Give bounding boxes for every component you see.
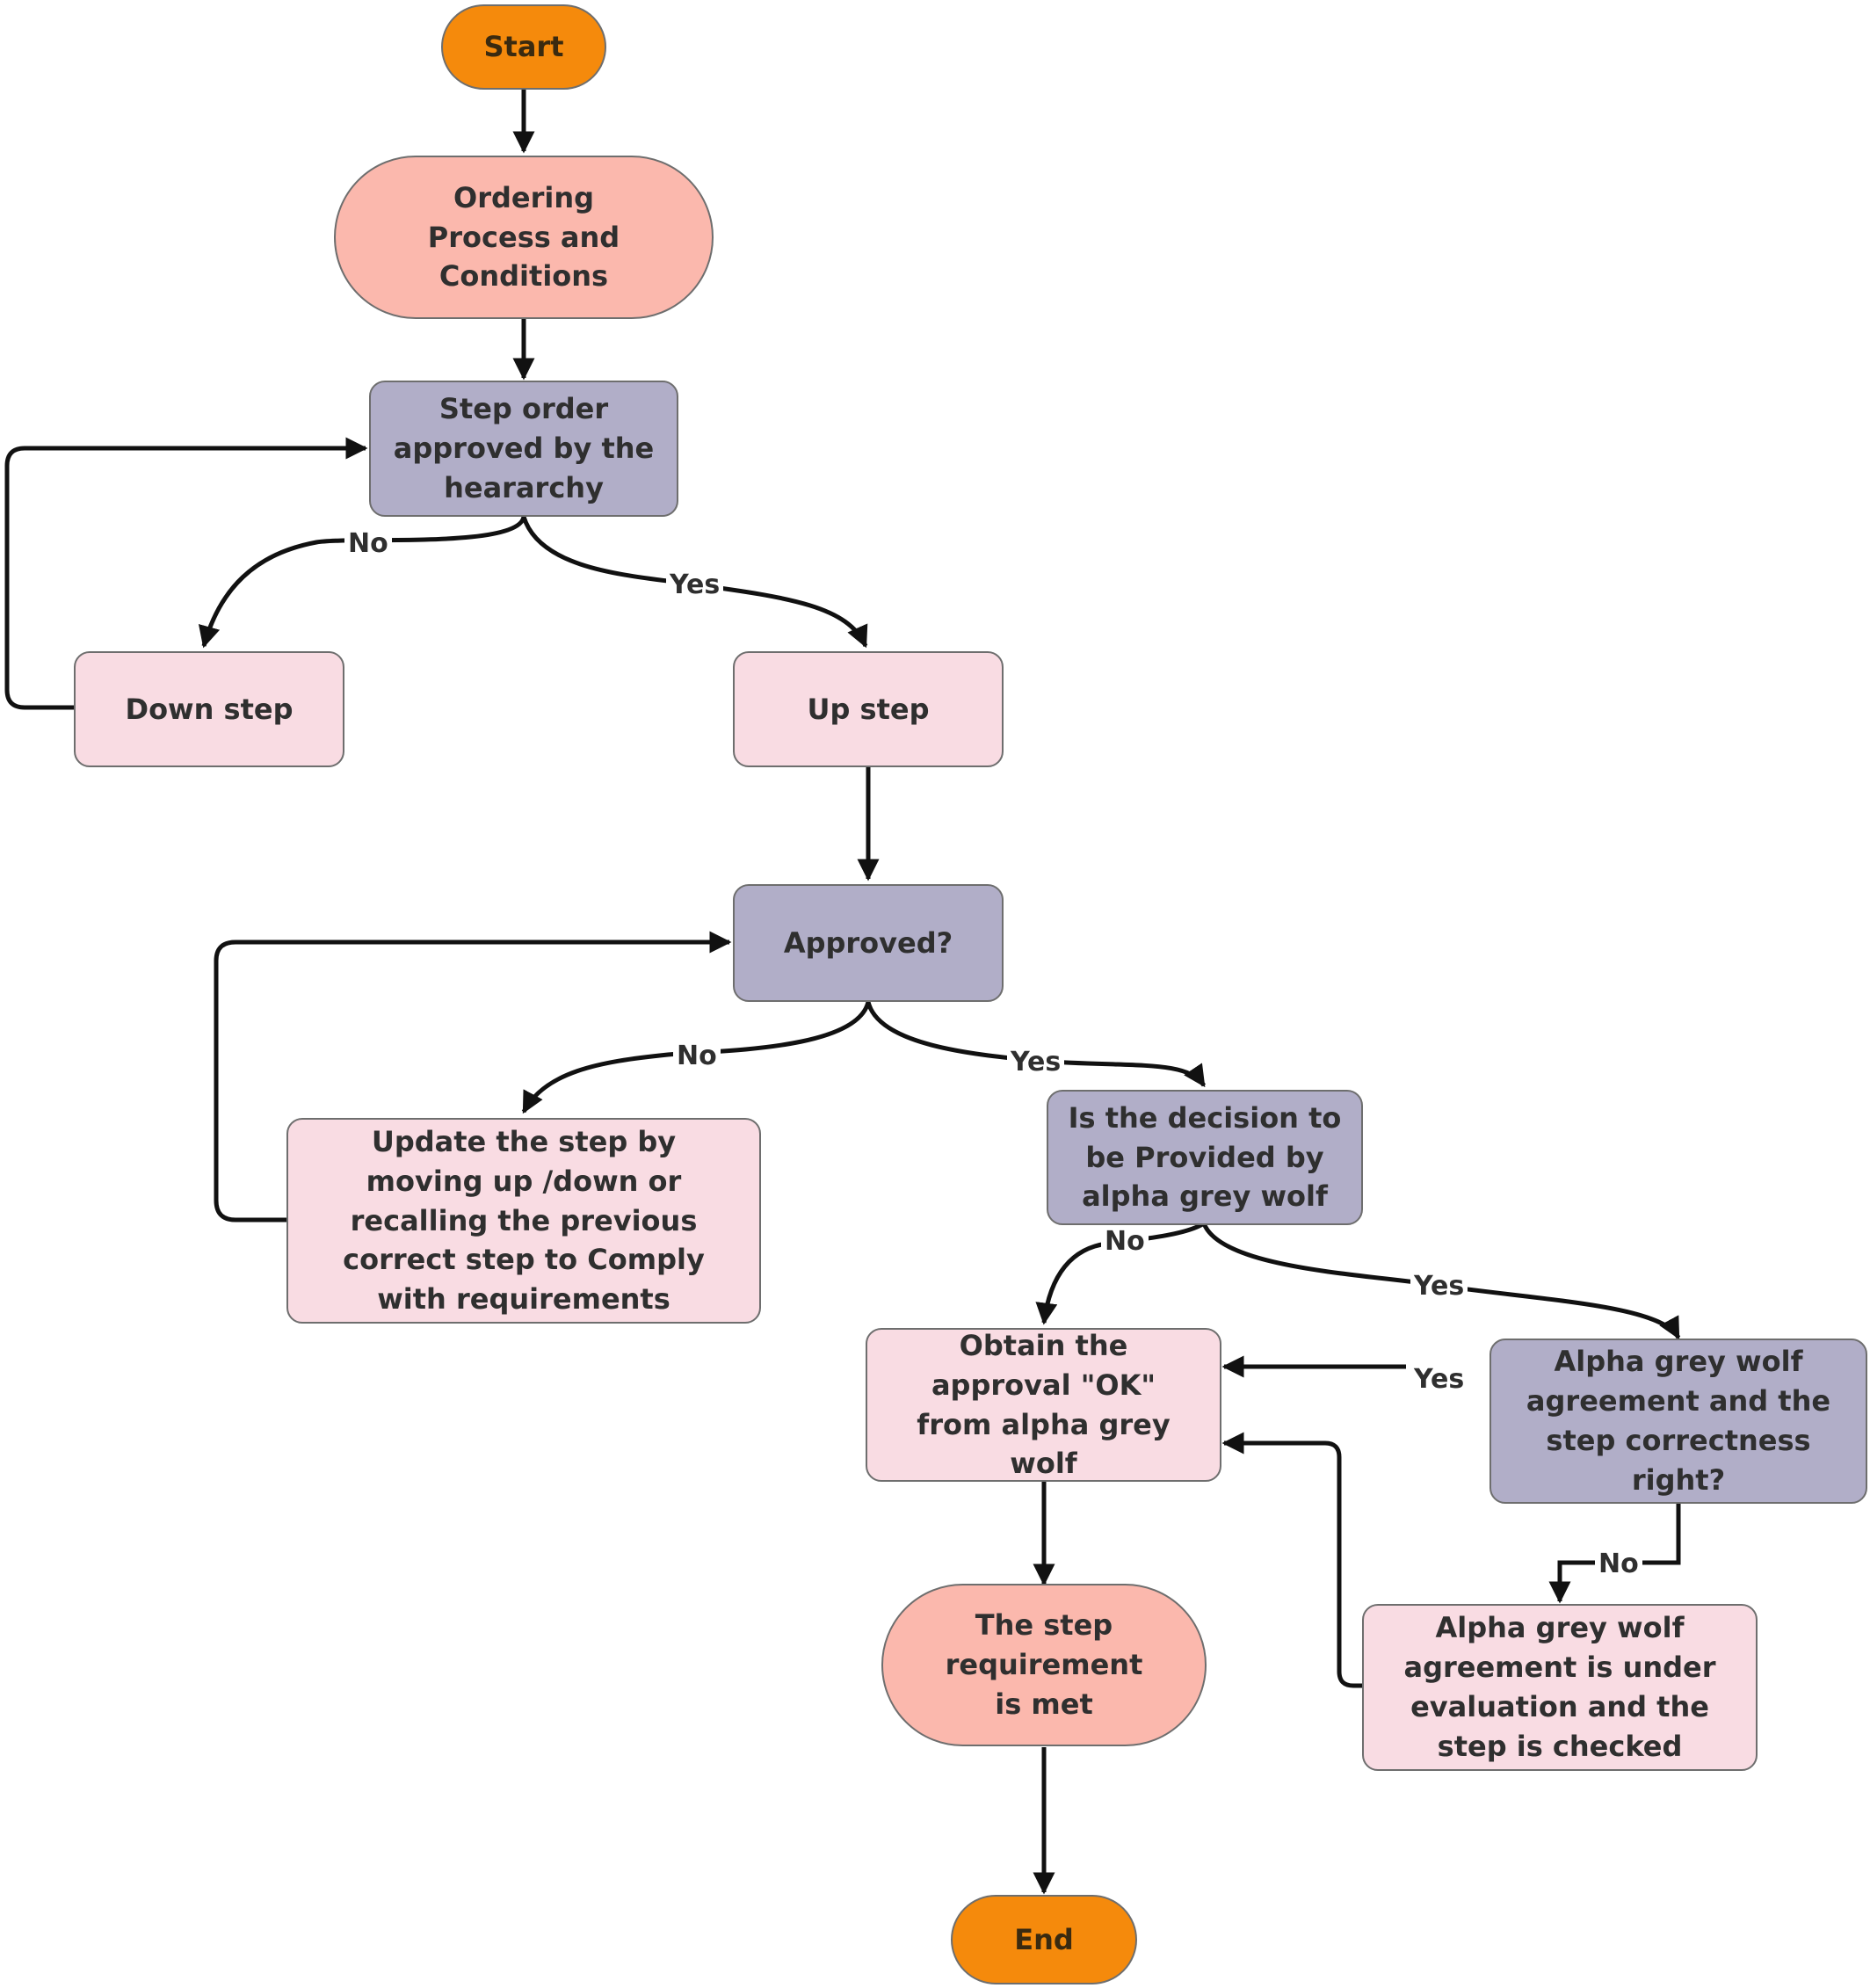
alpha-agreement-decision: Alpha grey wolf agreement and the step c… xyxy=(1489,1339,1867,1504)
edge-update-loop xyxy=(214,931,732,1223)
alpha-decision-node: Is the decision to be Provided by alpha … xyxy=(1047,1090,1363,1225)
edge-evaluation-to-obtain xyxy=(1221,1432,1362,1688)
start-node: Start xyxy=(441,4,606,90)
update-step-node: Update the step by moving up /down or re… xyxy=(286,1118,761,1324)
agreement-no-label: No xyxy=(1595,1551,1642,1578)
edge-approved-no xyxy=(521,1001,871,1114)
approved-decision: Approved? xyxy=(733,884,1004,1002)
down-step-node: Down step xyxy=(74,651,344,767)
step-order-yes-label: Yes xyxy=(666,572,724,599)
approved-no-label: No xyxy=(673,1043,721,1070)
step-order-no-label: No xyxy=(344,531,392,557)
edge-down-step-loop xyxy=(4,437,368,710)
step-order-decision: Step order approved by the heararchy xyxy=(369,381,678,517)
under-evaluation-node: Alpha grey wolf agreement is under evalu… xyxy=(1362,1604,1758,1771)
decision-no-label: No xyxy=(1101,1229,1149,1255)
edge-step-order-no xyxy=(198,516,526,649)
obtain-approval-node: Obtain the approval "OK" from alpha grey… xyxy=(866,1328,1221,1482)
requirement-met-node: The step requirement is met xyxy=(881,1584,1207,1746)
agreement-yes-label: Yes xyxy=(1410,1367,1468,1393)
decision-yes-label: Yes xyxy=(1410,1273,1468,1300)
end-node: End xyxy=(951,1895,1137,1984)
up-step-node: Up step xyxy=(733,651,1004,767)
approved-yes-label: Yes xyxy=(1007,1049,1065,1076)
ordering-process-node: Ordering Process and Conditions xyxy=(334,156,714,319)
